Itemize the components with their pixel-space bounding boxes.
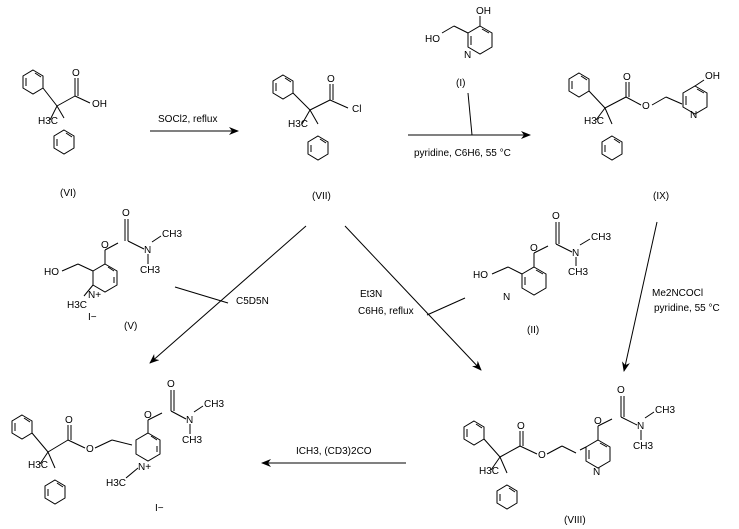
compound-ix: O O OH N H3C (IX) [568, 71, 720, 202]
atom-n-pyridine: N [503, 292, 510, 303]
pyridine-ring [585, 439, 611, 469]
atom-ch3-b: CH3 [568, 267, 588, 278]
atom-n: N [637, 421, 644, 432]
arrow-step5 [149, 225, 307, 364]
condition-step3a: Me2NCOCl [652, 288, 703, 299]
atom-o-carbonyl: O [517, 421, 525, 432]
phenyl-ring-lower [53, 129, 75, 155]
atom-n-plus: N+ [138, 462, 151, 473]
atom-oh: OH [705, 71, 720, 82]
arrow-step3 [622, 221, 658, 372]
condition-step3b: pyridine, 55 °C [654, 303, 720, 314]
atom-o-carbonyl: O [122, 208, 130, 219]
atom-oh: OH [92, 99, 107, 110]
atom-ch3-b: CH3 [633, 441, 653, 452]
atom-ch3-c: H3C [28, 460, 48, 471]
atom-o-carbonyl: O [552, 211, 560, 222]
pyridine-ring [467, 25, 493, 55]
compound-id: (VI) [60, 188, 76, 199]
atom-iodide: I− [155, 503, 164, 514]
atom-ch3: H3C [288, 119, 308, 130]
compound-v: O O N CH3 CH3 HO N+ H3C I− (V) [44, 208, 182, 332]
atom-ch3-a: CH3 [204, 399, 224, 410]
atom-cl: Cl [352, 104, 361, 115]
condition-step1: SOCl2, reflux [158, 114, 217, 125]
atom-ch3: H3C [584, 116, 604, 127]
phenyl-ring-upper [568, 72, 590, 98]
compound-id: (V) [124, 321, 137, 332]
atom-ho: HO [44, 267, 59, 278]
atom-o-carbonyl: O [65, 415, 73, 426]
compound-i: OH HO N (I) [425, 6, 493, 136]
atom-o-carbamate: O [144, 410, 152, 421]
atom-ch3-a: CH3 [162, 229, 182, 240]
pyridinium-ring [135, 432, 161, 462]
compound-vii: O Cl H3C (VII) [272, 74, 361, 202]
atom-o-ester: O [101, 240, 109, 251]
phenyl-ring-lower [307, 135, 329, 161]
atom-ch3-c: H3C [479, 466, 499, 477]
atom-o-ester: O [642, 101, 650, 112]
condition-step6: ICH3, (CD3)2CO [296, 446, 372, 457]
atom-o-ester: O [530, 243, 538, 254]
atom-n-methyl: H3C [106, 478, 126, 489]
atom-ch3-a: CH3 [655, 405, 675, 416]
atom-ch3-a: CH3 [591, 232, 611, 243]
compound-id: (II) [527, 325, 539, 336]
atom-o: O [72, 68, 80, 79]
compound-id: (IX) [653, 191, 669, 202]
atom-o-carbonyl: O [623, 72, 631, 83]
atom-n-methyl: H3C [67, 300, 87, 311]
atom-ch3-b: CH3 [140, 265, 160, 276]
atom-o-ester: O [86, 444, 94, 455]
condition-step4a: Et3N [360, 289, 382, 300]
phenyl-ring-lower [601, 135, 623, 161]
atom-oh: OH [476, 6, 491, 17]
compound-ii: O O N CH3 CH3 HO N (II) [426, 211, 611, 336]
pyridinium-ring [92, 263, 118, 293]
phenyl-ring-upper [22, 69, 44, 95]
atom-o-carbamate-carbonyl: O [617, 385, 625, 396]
compound-vi: O OH H3C (VI) [22, 68, 107, 199]
compound-final: O O O O N CH3 CH3 N+ H3C H3C I− [11, 379, 224, 514]
compound-id: (VIII) [564, 515, 586, 526]
compound-id: (VII) [312, 191, 331, 202]
atom-n: N [464, 50, 471, 61]
phenyl-ring-upper [11, 414, 33, 440]
phenyl-ring-lower [44, 479, 66, 505]
atom-n-plus: N+ [88, 290, 101, 301]
atom-iodide: I− [88, 312, 97, 323]
condition-step4b: C6H6, reflux [358, 306, 414, 317]
atom-n: N [572, 248, 579, 259]
atom-n: N [690, 110, 697, 121]
arrow-step4 [344, 225, 482, 371]
atom-n: N [186, 415, 193, 426]
phenyl-ring-upper [463, 420, 485, 446]
condition-step2: pyridine, C6H6, 55 °C [414, 148, 511, 159]
condition-step5: C5D5N [236, 296, 269, 307]
phenyl-ring-upper [272, 74, 294, 100]
atom-o: O [327, 74, 335, 85]
atom-n: N [144, 245, 151, 256]
compound-id: (I) [456, 78, 465, 89]
atom-ch3-b: CH3 [182, 435, 202, 446]
atom-ch3: H3C [38, 116, 58, 127]
atom-o-ester: O [538, 450, 546, 461]
atom-ho: HO [473, 270, 488, 281]
atom-n-pyridine: N [593, 467, 600, 478]
pyridine-ring [521, 266, 547, 296]
atom-ho: HO [425, 34, 440, 45]
compound-viii: O O O O N CH3 CH3 N H3C (VIII) [463, 385, 675, 526]
phenyl-ring-lower [496, 484, 518, 510]
pyridine-ring [682, 85, 708, 115]
atom-o-carbamate-carbonyl: O [167, 379, 175, 390]
atom-o-carbamate: O [594, 416, 602, 427]
